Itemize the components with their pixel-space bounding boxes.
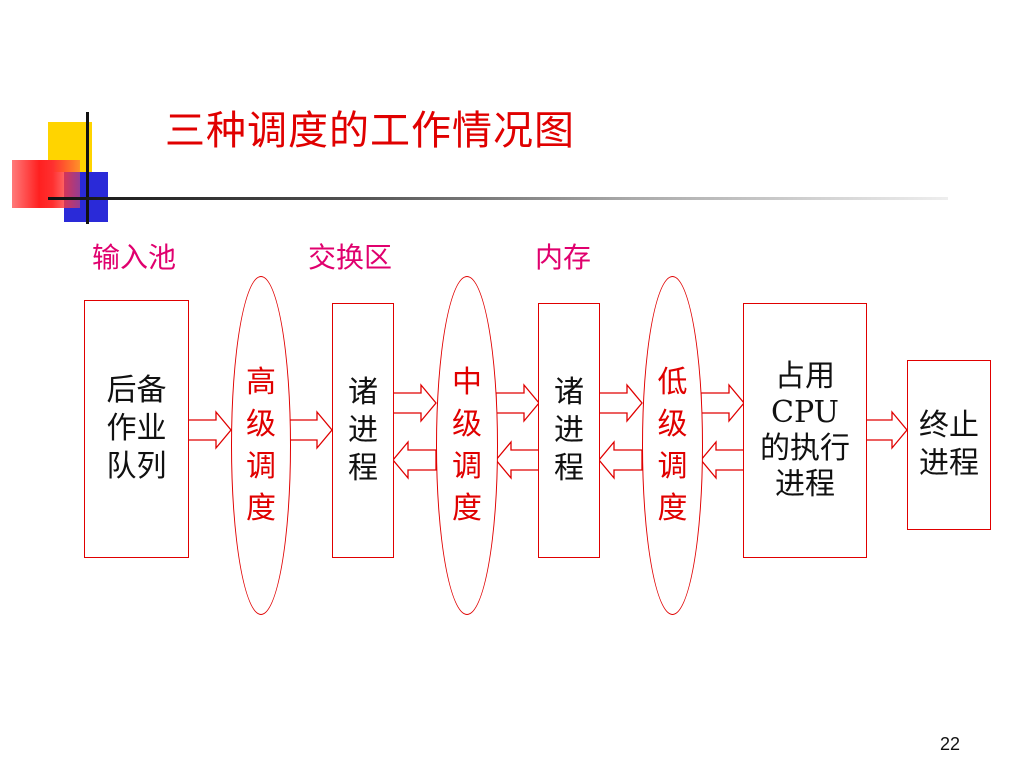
cpu-process-box: 占用 CPU 的执行 进程 <box>743 303 867 558</box>
arrow-memory-to-low <box>598 383 643 423</box>
region-label-input-pool: 输入池 <box>92 241 177 274</box>
low-level-scheduler: 低级调度 <box>642 276 703 615</box>
decor-horizontal-rule <box>48 197 948 200</box>
arrow-medium-to-swap <box>392 440 437 480</box>
page-number: 22 <box>940 734 961 754</box>
region-label-memory: 内存 <box>535 241 592 274</box>
arrow-queue-to-high <box>187 410 232 450</box>
decor-red-gradient-bar <box>12 160 80 208</box>
memory-processes-label: 诸进程 <box>554 374 584 486</box>
medium-level-scheduler: 中级调度 <box>436 276 498 615</box>
high-level-scheduler-label: 高级调度 <box>246 364 276 526</box>
arrow-memory-to-medium <box>495 440 540 480</box>
arrow-cpu-to-terminated <box>865 410 908 450</box>
arrow-low-to-cpu <box>700 383 745 423</box>
decor-vertical-line <box>86 112 89 224</box>
swap-processes-label: 诸进程 <box>348 374 378 486</box>
arrow-cpu-to-low <box>700 440 745 480</box>
backup-queue-label: 后备作业队列 <box>106 373 167 484</box>
memory-processes-box: 诸进程 <box>538 303 600 558</box>
slide-title: 三种调度的工作情况图 <box>165 108 575 154</box>
region-label-swap-area: 交换区 <box>308 241 393 274</box>
terminated-process-box: 终止进程 <box>907 360 991 530</box>
medium-level-scheduler-label: 中级调度 <box>452 364 482 526</box>
arrow-low-to-memory <box>598 440 643 480</box>
arrow-high-to-swap <box>288 410 333 450</box>
arrow-medium-to-memory <box>495 383 540 423</box>
terminated-process-label: 终止进程 <box>919 408 979 481</box>
low-level-scheduler-label: 低级调度 <box>657 364 688 526</box>
cpu-process-label: 占用 CPU 的执行 进程 <box>760 358 850 502</box>
swap-processes-box: 诸进程 <box>332 303 394 558</box>
arrow-swap-to-medium <box>392 383 437 423</box>
high-level-scheduler: 高级调度 <box>231 276 291 615</box>
backup-queue-box: 后备作业队列 <box>84 300 189 558</box>
